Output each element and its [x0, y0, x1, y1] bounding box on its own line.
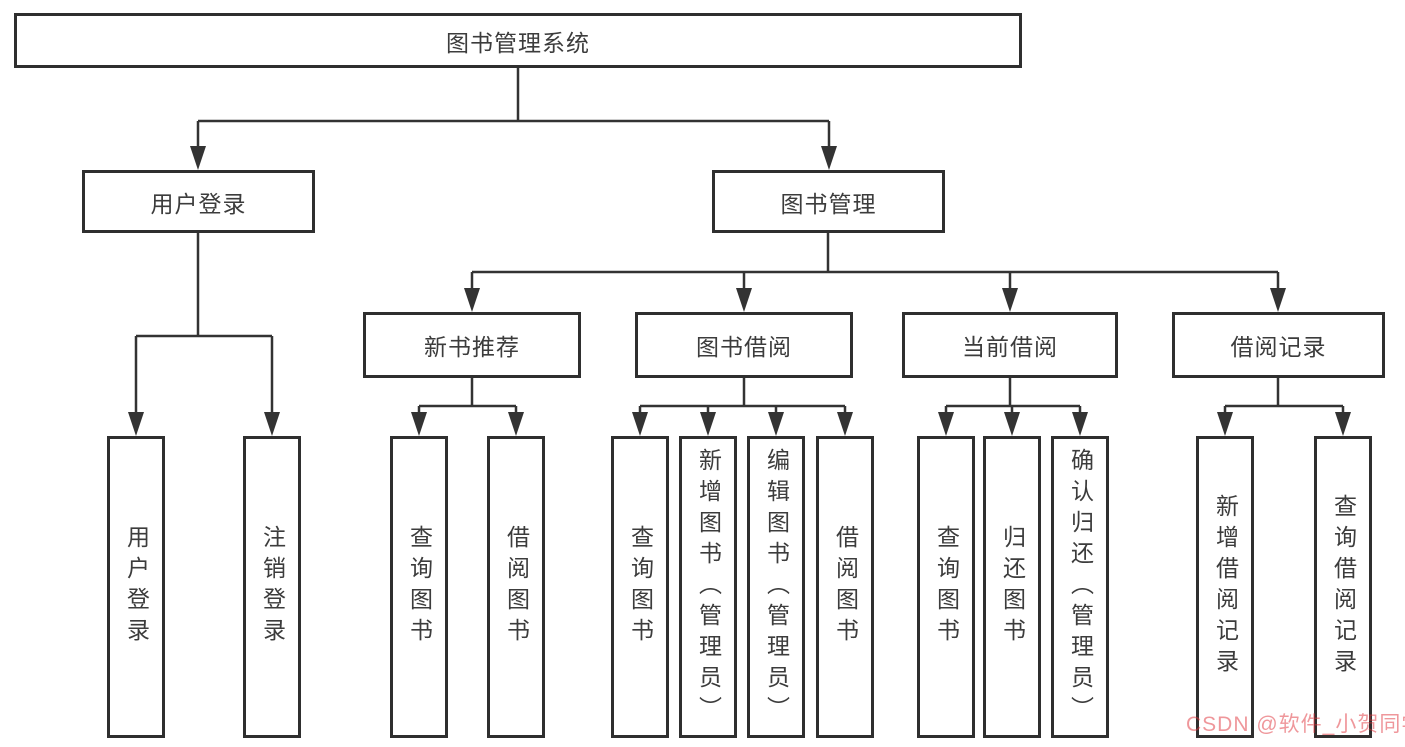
leaf-add-borrow-record: 新增借阅记录: [1196, 436, 1254, 738]
arrow-leaf-1-icon: [128, 412, 144, 436]
arrow-leaf-12-icon: [1217, 412, 1233, 436]
node-new-book-recommend: 新书推荐: [363, 312, 581, 378]
arrow-l3-c-icon: [1002, 288, 1018, 312]
arrow-leaf-4-icon: [508, 412, 524, 436]
arrow-leaf-8-icon: [837, 412, 853, 436]
arrowheads: [128, 146, 1351, 436]
leaf-logout: 注销登录: [243, 436, 301, 738]
arrow-l3-b-icon: [736, 288, 752, 312]
leaf-query-borrow-record: 查询借阅记录: [1314, 436, 1372, 738]
leaf-user-login: 用户登录: [107, 436, 165, 738]
node-root-system: 图书管理系统: [14, 13, 1022, 68]
node-book-borrow-label: 图书借阅: [696, 334, 792, 360]
watermark: CSDN @软件_小贺同学: [1186, 713, 1405, 736]
arrow-leaf-5-icon: [632, 412, 648, 436]
node-new-book-recommend-label: 新书推荐: [424, 334, 520, 360]
node-borrow-record: 借阅记录: [1172, 312, 1385, 378]
arrow-l3-a-icon: [464, 288, 480, 312]
node-user-login: 用户登录: [82, 170, 315, 233]
arrow-leaf-10-icon: [1004, 412, 1020, 436]
leaf-recommend-borrow-book: 借阅图书: [487, 436, 545, 738]
leaf-add-book-admin: 新增图书（管理员）: [679, 436, 737, 738]
arrow-leaf-9-icon: [938, 412, 954, 436]
leaf-confirm-return-admin: 确认归还（管理员）: [1051, 436, 1109, 738]
arrow-book-mgmt-icon: [821, 146, 837, 170]
arrow-leaf-6-icon: [700, 412, 716, 436]
node-borrow-record-label: 借阅记录: [1230, 334, 1327, 360]
arrow-user-login-icon: [190, 146, 206, 170]
arrow-leaf-13-icon: [1335, 412, 1351, 436]
node-book-management-label: 图书管理: [780, 190, 877, 217]
leaf-recommend-query-book: 查询图书: [390, 436, 448, 738]
arrow-leaf-11-icon: [1072, 412, 1088, 436]
arrow-leaf-2-icon: [264, 412, 280, 436]
node-current-borrow: 当前借阅: [902, 312, 1118, 378]
leaf-current-query-book: 查询图书: [917, 436, 975, 738]
node-current-borrow-label: 当前借阅: [962, 334, 1058, 360]
node-book-management: 图书管理: [712, 170, 945, 233]
node-root-label: 图书管理系统: [446, 29, 590, 56]
arrow-leaf-7-icon: [768, 412, 784, 436]
leaf-borrow-book: 借阅图书: [816, 436, 874, 738]
leaf-edit-book-admin: 编辑图书（管理员）: [747, 436, 805, 738]
arrow-l3-d-icon: [1270, 288, 1286, 312]
leaf-return-book: 归还图书: [983, 436, 1041, 738]
leaf-borrow-query-book: 查询图书: [611, 436, 669, 738]
node-book-borrow: 图书借阅: [635, 312, 853, 378]
arrow-leaf-3-icon: [411, 412, 427, 436]
node-user-login-label: 用户登录: [150, 190, 247, 217]
